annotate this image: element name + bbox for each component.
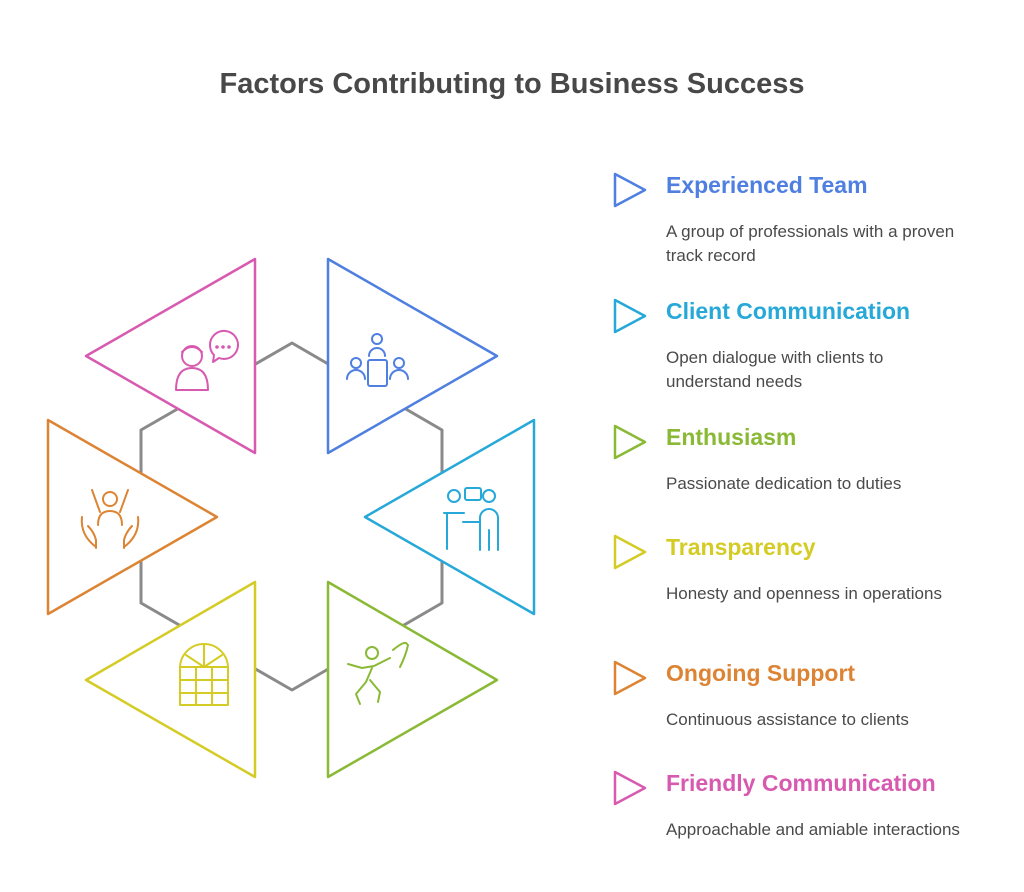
presentation-icon (443, 487, 499, 551)
item-description: Honesty and openness in operations (666, 584, 942, 603)
supporting-hands-icon (80, 489, 140, 549)
item-label: Ongoing Support (666, 660, 856, 686)
triangle-ongoing-support (46, 418, 219, 616)
hexagon-triangle-diagram (46, 257, 536, 779)
celebrating-person-icon (347, 641, 409, 705)
item-label: Client Communication (666, 298, 911, 324)
triangle-enthusiasm (326, 580, 499, 779)
triangle-marker-icon (613, 424, 647, 460)
triangle-experienced-team (326, 257, 499, 455)
item-label: Transparency (666, 534, 816, 560)
window-icon (179, 643, 229, 706)
diagram-title: Factors Contributing to Business Success (219, 68, 805, 100)
triangle-client-communication (363, 418, 536, 616)
item-description: Open dialogue with clients to understand… (666, 348, 884, 391)
item-description: Approachable and amiable interactions (666, 820, 960, 839)
triangle-transparency (84, 580, 257, 779)
woman-speech-bubble-icon (175, 329, 239, 391)
item-label: Experienced Team (666, 172, 868, 198)
item-description: A group of professionals with a proven t… (666, 222, 955, 265)
triangle-friendly-communication (84, 257, 257, 455)
item-description: Passionate dedication to duties (666, 474, 902, 493)
triangle-marker-icon (613, 298, 647, 334)
triangle-marker-icon (613, 172, 647, 208)
item-description: Continuous assistance to clients (666, 710, 909, 729)
central-hexagon (139, 341, 444, 692)
item-label: Enthusiasm (666, 424, 797, 450)
meeting-table-icon (346, 333, 409, 387)
triangle-marker-icon (613, 660, 647, 696)
triangle-marker-icon (613, 534, 647, 570)
item-label: Friendly Communication (666, 770, 936, 796)
triangle-marker-icon (613, 770, 647, 806)
